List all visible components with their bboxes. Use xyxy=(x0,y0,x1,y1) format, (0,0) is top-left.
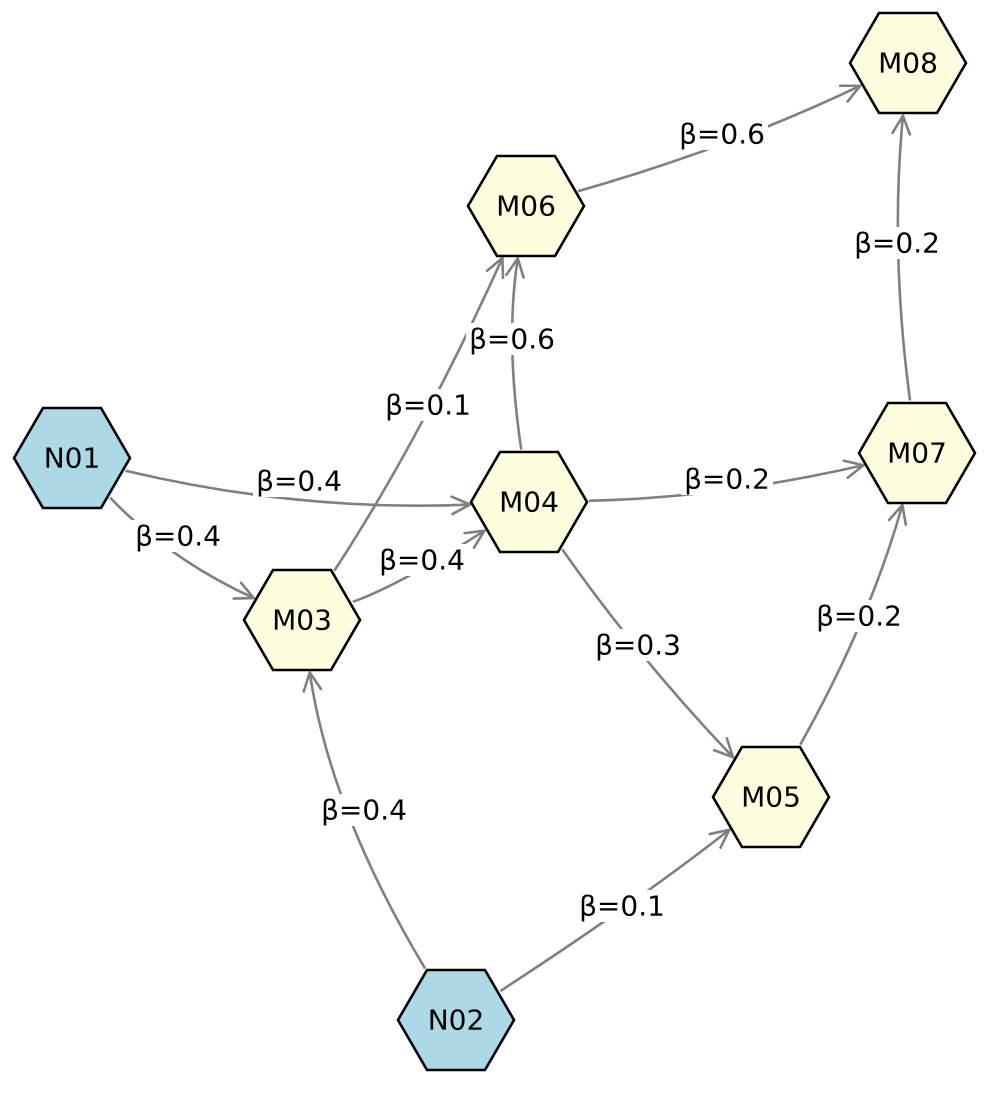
edge-n01-m04: β=0.4 xyxy=(125,465,472,516)
edge-layer: β=0.4 β=0.4 β=0.1 β=0.4 β=0.6 β=0.2 β=0.3 β=0.6… xyxy=(109,84,943,993)
edge-weight-label: β=0.6 xyxy=(469,323,555,356)
edge-weight-label: β=0.1 xyxy=(579,890,665,923)
node-m07: M07 xyxy=(857,401,977,505)
arrowhead-icon xyxy=(712,736,735,759)
node-label: N02 xyxy=(428,1004,485,1037)
edge-n02-m03: β=0.4 xyxy=(302,671,427,970)
edge-m04-m07: β=0.2 xyxy=(588,459,865,503)
edge-weight-label: β=0.4 xyxy=(135,520,221,553)
edge-label-background xyxy=(382,389,474,421)
edge-label-background xyxy=(592,629,684,661)
node-m03: M03 xyxy=(242,568,362,672)
edge-weight-label: β=0.2 xyxy=(854,227,940,260)
node-label: M06 xyxy=(496,190,556,223)
edge-label-background xyxy=(253,465,345,497)
hexagon-node-shape xyxy=(396,968,516,1072)
node-m05: M05 xyxy=(711,745,831,849)
edge-label-background xyxy=(132,520,224,552)
edge-weight-label: β=0.3 xyxy=(595,629,681,662)
edge-m05-m07: β=0.2 xyxy=(799,503,908,746)
edge-weight-label: β=0.6 xyxy=(679,118,765,151)
edge-m07-m08: β=0.2 xyxy=(851,114,943,401)
edge-weight-label: β=0.4 xyxy=(321,794,407,827)
edge-label-background xyxy=(576,890,668,922)
arrowhead-icon xyxy=(302,671,323,693)
node-m08: M08 xyxy=(848,11,968,115)
arrowhead-icon xyxy=(708,828,731,850)
edge-m06-m08: β=0.6 xyxy=(577,84,862,193)
arrowhead-icon xyxy=(842,459,865,480)
edge-weight-label: β=0.4 xyxy=(379,544,465,577)
node-n01: N01 xyxy=(12,406,132,510)
arrowhead-icon xyxy=(232,581,256,600)
hexagon-node-shape xyxy=(466,154,586,258)
edge-label-background xyxy=(681,463,773,495)
edge-line xyxy=(333,257,504,572)
edge-n01-m03: β=0.4 xyxy=(109,496,256,600)
arrowhead-icon xyxy=(485,256,505,280)
edge-label-background xyxy=(676,118,768,150)
edge-m04-m05: β=0.3 xyxy=(561,548,735,759)
edge-m03-m06: β=0.1 xyxy=(333,256,505,572)
edge-label-background xyxy=(318,794,410,826)
hexagon-node-shape xyxy=(711,745,831,849)
arrowhead-icon xyxy=(463,529,486,550)
arrowhead-icon xyxy=(891,114,912,136)
hexagon-node-shape xyxy=(469,450,589,554)
edge-weight-label: β=0.4 xyxy=(256,465,342,498)
arrowhead-icon xyxy=(838,84,862,103)
edge-m04-m06: β=0.6 xyxy=(466,257,558,450)
node-label: M03 xyxy=(272,604,332,637)
edge-label-background xyxy=(813,600,905,632)
edge-weight-label: β=0.1 xyxy=(385,389,471,422)
arrowhead-icon xyxy=(505,257,525,279)
edge-weight-label: β=0.2 xyxy=(816,600,902,633)
hexagon-node-shape xyxy=(12,406,132,510)
edge-line xyxy=(109,496,255,600)
edge-line xyxy=(125,469,471,508)
node-label: N01 xyxy=(44,442,101,475)
node-label: M08 xyxy=(878,47,938,80)
edge-label-background xyxy=(376,544,468,576)
node-m06: M06 xyxy=(466,154,586,258)
edge-label-background xyxy=(851,227,943,259)
arrowhead-icon xyxy=(450,495,472,516)
hexagon-node-shape xyxy=(848,11,968,115)
node-n02: N02 xyxy=(396,968,516,1072)
hexagon-node-shape xyxy=(857,401,977,505)
edge-weight-label: β=0.2 xyxy=(684,463,770,496)
node-label: M05 xyxy=(741,781,801,814)
edge-m03-m04: β=0.4 xyxy=(352,529,486,604)
arrowhead-icon xyxy=(887,503,908,526)
node-m04: M04 xyxy=(469,450,589,554)
node-label: M04 xyxy=(499,486,559,519)
edge-n02-m05: β=0.1 xyxy=(499,828,731,993)
edge-label-background xyxy=(466,323,558,355)
node-label: M07 xyxy=(887,437,947,470)
hexagon-node-shape xyxy=(242,568,362,672)
